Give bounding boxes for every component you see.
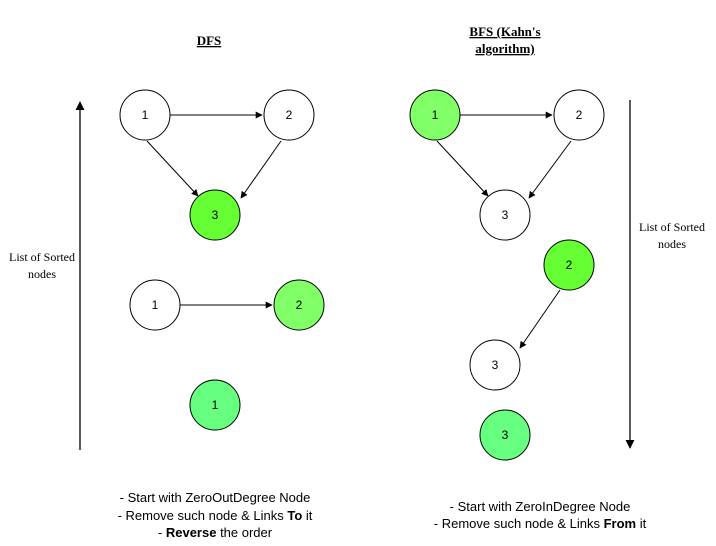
- dfs-node-3: 3: [189, 189, 241, 241]
- bfs-step2-node-2: 2: [543, 239, 595, 291]
- dfs-note-line3: - Reverse the order: [158, 525, 273, 540]
- bfs-step3-node-3-label: 3: [502, 428, 509, 442]
- dfs-note-line2-bold: To: [287, 508, 302, 523]
- bfs-note-line2-prefix: - Remove such node & Links: [434, 516, 604, 531]
- bfs-node-1: 1: [409, 89, 461, 141]
- bfs-step2-node-2-label: 2: [566, 258, 573, 272]
- dfs-note-line1: - Start with ZeroOutDegree Node: [120, 490, 311, 505]
- bfs-side-label-line1: List of Sorted: [639, 220, 705, 234]
- bfs-note-line2: - Remove such node & Links From it: [434, 516, 647, 531]
- dfs-step3-node-1: 1: [189, 379, 241, 431]
- dfs-note-line2-prefix: - Remove such node & Links: [118, 508, 288, 523]
- dfs-note-line3-bold: Reverse: [166, 525, 217, 540]
- bfs-node-1-label: 1: [432, 108, 439, 122]
- dfs-step2-node-2-label: 2: [296, 298, 303, 312]
- dfs-note-line2-suffix: it: [302, 508, 313, 523]
- dfs-title: DFS: [197, 33, 222, 48]
- dfs-node-2-label: 2: [286, 108, 293, 122]
- bfs-step3-node-3: 3: [479, 409, 531, 461]
- dfs-node-1: 1: [119, 89, 171, 141]
- dfs-node-2: 2: [263, 89, 315, 141]
- bfs-title-line2: algorithm): [475, 41, 534, 56]
- bfs-node-3-label: 3: [502, 208, 509, 222]
- dfs-step2-node-2: 2: [273, 279, 325, 331]
- dfs-node-3-label: 3: [212, 208, 219, 222]
- dfs-note-line2: - Remove such node & Links To it: [118, 508, 313, 523]
- bfs-note-line2-bold: From: [604, 516, 637, 531]
- bfs-edge-1-3: [436, 140, 489, 197]
- dfs-step2-node-1: 1: [129, 279, 181, 331]
- bfs-side-label-line2: nodes: [658, 237, 686, 251]
- bfs-edge-2-3: [528, 140, 572, 199]
- dfs-note-line3-prefix: -: [158, 525, 166, 540]
- bfs-note-line2-suffix: it: [636, 516, 647, 531]
- dfs-node-1-label: 1: [142, 108, 149, 122]
- dfs-side-label-line1: List of Sorted: [9, 250, 75, 264]
- bfs-step2-node-3-label: 3: [492, 358, 499, 372]
- bfs-step2-edge-2-3: [519, 289, 561, 349]
- dfs-edge-1-3: [146, 140, 199, 197]
- bfs-node-3: 3: [479, 189, 531, 241]
- bfs-node-2-label: 2: [576, 108, 583, 122]
- dfs-step3-node-1-label: 1: [212, 398, 219, 412]
- bfs-node-2: 2: [553, 89, 605, 141]
- dfs-side-label-line2: nodes: [28, 267, 56, 281]
- dfs-edge-2-3: [240, 140, 282, 199]
- bfs-note-line1: - Start with ZeroInDegree Node: [450, 499, 631, 514]
- dfs-note-line3-suffix: the order: [216, 525, 272, 540]
- bfs-title-line1: BFS (Kahn's: [469, 24, 540, 39]
- dfs-step2-node-1-label: 1: [152, 298, 159, 312]
- bfs-step2-node-3: 3: [469, 339, 521, 391]
